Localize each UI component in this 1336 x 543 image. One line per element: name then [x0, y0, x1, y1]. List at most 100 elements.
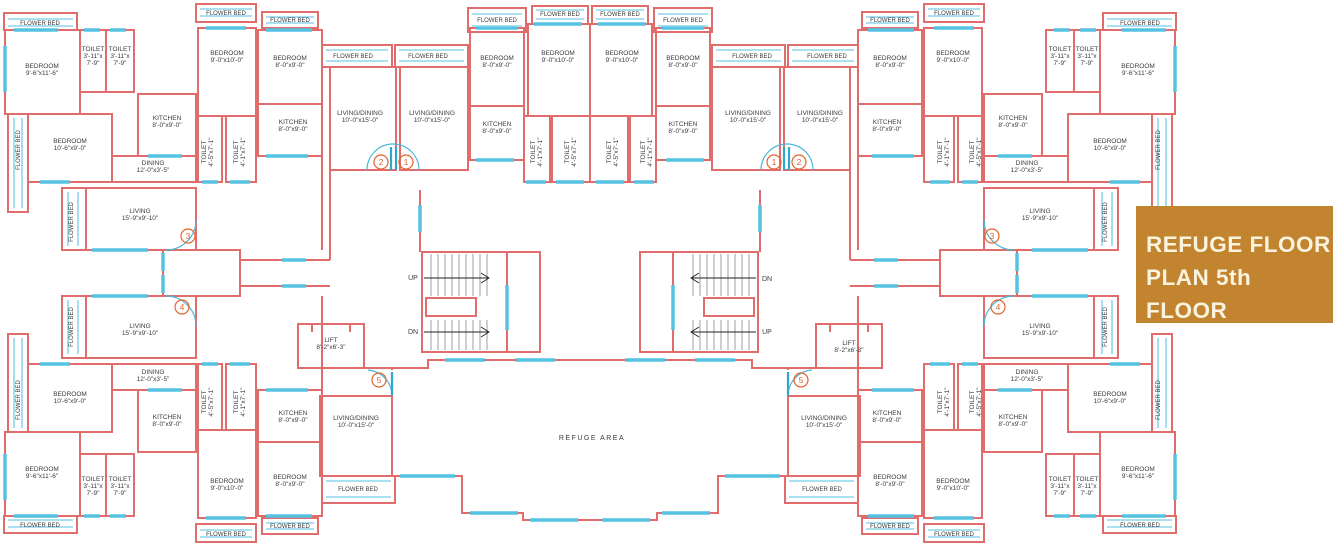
- title-box: REFUGE FLOOR PLAN 5th FLOOR: [1136, 206, 1333, 323]
- position-marker: 3: [180, 228, 196, 244]
- plan-label: FLOWER BED: [1120, 21, 1160, 27]
- plan-label: DN: [408, 329, 418, 336]
- plan-label: FLOWER BED: [270, 18, 310, 24]
- plan-label: FLOWER BED: [69, 306, 75, 346]
- plan-label: TOILET4'-5"x7'-1": [606, 137, 620, 167]
- position-marker: 3: [984, 228, 1000, 244]
- position-marker: 5: [793, 372, 809, 388]
- svg-text:3: 3: [990, 231, 995, 241]
- plan-label: FLOWER BED: [663, 18, 703, 24]
- plan-label: FLOWER BED: [600, 12, 640, 18]
- plan-label: TOILET4'-5"x7'-1": [201, 387, 215, 417]
- title-line-2: PLAN 5th FLOOR: [1146, 265, 1252, 323]
- svg-text:1: 1: [772, 157, 777, 167]
- svg-text:4: 4: [996, 302, 1001, 312]
- plan-label: FLOWER BED: [1103, 306, 1109, 346]
- svg-text:2: 2: [379, 157, 384, 167]
- plan-label: FLOWER BED: [206, 11, 246, 17]
- wing-bottom-left: [2, 271, 332, 543]
- plan-label: REFUGE AREA: [559, 435, 625, 442]
- svg-text:5: 5: [377, 375, 382, 385]
- plan-label: FLOWER BED: [934, 532, 974, 538]
- plan-label: TOILET4'-1"x7'-1": [937, 387, 951, 417]
- plan-label: FLOWER BED: [270, 524, 310, 530]
- wing-bottom-right: [848, 271, 1178, 543]
- plan-label: TOILET4'-5"x7'-1": [564, 137, 578, 167]
- position-marker: 1: [398, 154, 414, 170]
- plan-label: FLOWER BED: [206, 532, 246, 538]
- plan-label: FLOWER BED: [1156, 129, 1162, 169]
- plan-label: FLOWER BED: [1103, 201, 1109, 241]
- plan-label: TOILET4'-5"x7'-1": [201, 137, 215, 167]
- plan-label: FLOWER BED: [870, 18, 910, 24]
- plan-label: FLOWER BED: [477, 18, 517, 24]
- position-marker: 1: [766, 154, 782, 170]
- plan-geometry: [2, 2, 1178, 543]
- plan-label: TOILET4'-5"x7'-1": [969, 387, 983, 417]
- plan-label: FLOWER BED: [333, 54, 373, 60]
- plan-label: UP: [762, 329, 772, 336]
- plan-label: FLOWER BED: [16, 379, 22, 419]
- svg-text:1: 1: [404, 157, 409, 167]
- svg-text:3: 3: [186, 231, 191, 241]
- title-line-1: REFUGE FLOOR: [1146, 232, 1331, 257]
- plan-label: FLOWER BED: [20, 21, 60, 27]
- plan-label: TOILET4'-1"x7'-1": [233, 137, 247, 167]
- plan-label: UP: [408, 275, 418, 282]
- plan-label: TOILET4'-5"x7'-1": [969, 137, 983, 167]
- plan-label: FLOWER BED: [807, 54, 847, 60]
- svg-text:5: 5: [799, 375, 804, 385]
- plan-label: FLOWER BED: [1120, 523, 1160, 529]
- plan-label: DN: [762, 276, 772, 283]
- plan-label: TOILET4'-1"x7'-1": [937, 137, 951, 167]
- wing-top-right: [848, 2, 1178, 275]
- plan-label: FLOWER BED: [16, 129, 22, 169]
